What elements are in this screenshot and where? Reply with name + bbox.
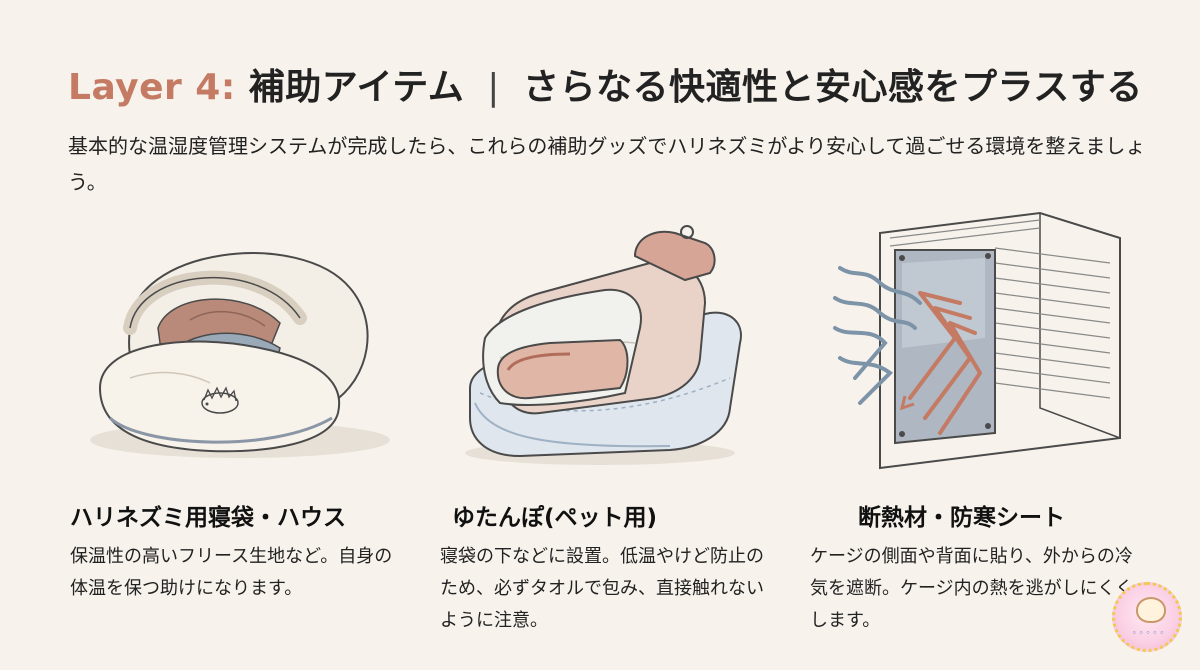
title-subtitle: さらなる快適性と安心感をプラスする — [522, 67, 1143, 108]
item-title-hot-water-bottle: ゆたんぽ(ペット用) — [452, 505, 658, 531]
title-main: 補助アイテム — [248, 67, 465, 108]
title-separator: | — [487, 67, 500, 108]
hot-water-bottle-icon — [465, 225, 742, 465]
page-title: Layer 4: 補助アイテム | さらなる快適性と安心感をプラスする — [68, 58, 1143, 110]
item-card-insulation-sheet: 断熱材・防寒シート ケージの側面や背面に貼り、外からの冷気を遮断。ケージ内の熱を… — [810, 208, 1150, 648]
channel-logo-badge: ◦ ◦ ◦ ◦ ◦ — [1112, 582, 1182, 652]
channel-logo-text: ◦ ◦ ◦ ◦ ◦ — [1131, 629, 1165, 637]
title-layer-label: Layer 4: — [68, 67, 236, 108]
item-card-hot-water-bottle: ゆたんぽ(ペット用) 寝袋の下などに設置。低温やけど防止のため、必ずタオルで包み… — [430, 208, 770, 648]
intro-text: 基本的な温湿度管理システムが完成したら、これらの補助グッズでハリネズミがより安心… — [68, 134, 1146, 194]
item-desc-sleeping-bag: 保温性の高いフリース生地など。自身の体温を保つ助けになります。 — [70, 546, 393, 599]
hedgehog-face-icon — [1136, 597, 1166, 623]
item-card-sleeping-bag: ハリネズミ用寝袋・ハウス 保温性の高いフリース生地など。自身の体温を保つ助けにな… — [70, 208, 410, 648]
item-title-insulation-sheet: 断熱材・防寒シート — [858, 505, 1065, 531]
item-desc-hot-water-bottle: 寝袋の下などに設置。低温やけど防止のため、必ずタオルで包み、直接触れないように注… — [440, 546, 764, 631]
sleeping-bag-icon — [90, 252, 390, 458]
item-title-sleeping-bag: ハリネズミ用寝袋・ハウス — [70, 505, 346, 531]
item-desc-insulation-sheet: ケージの側面や背面に貼り、外からの冷気を遮断。ケージ内の熱を逃がしにくくします。 — [810, 546, 1134, 631]
insulation-sheet-icon — [833, 211, 1121, 470]
